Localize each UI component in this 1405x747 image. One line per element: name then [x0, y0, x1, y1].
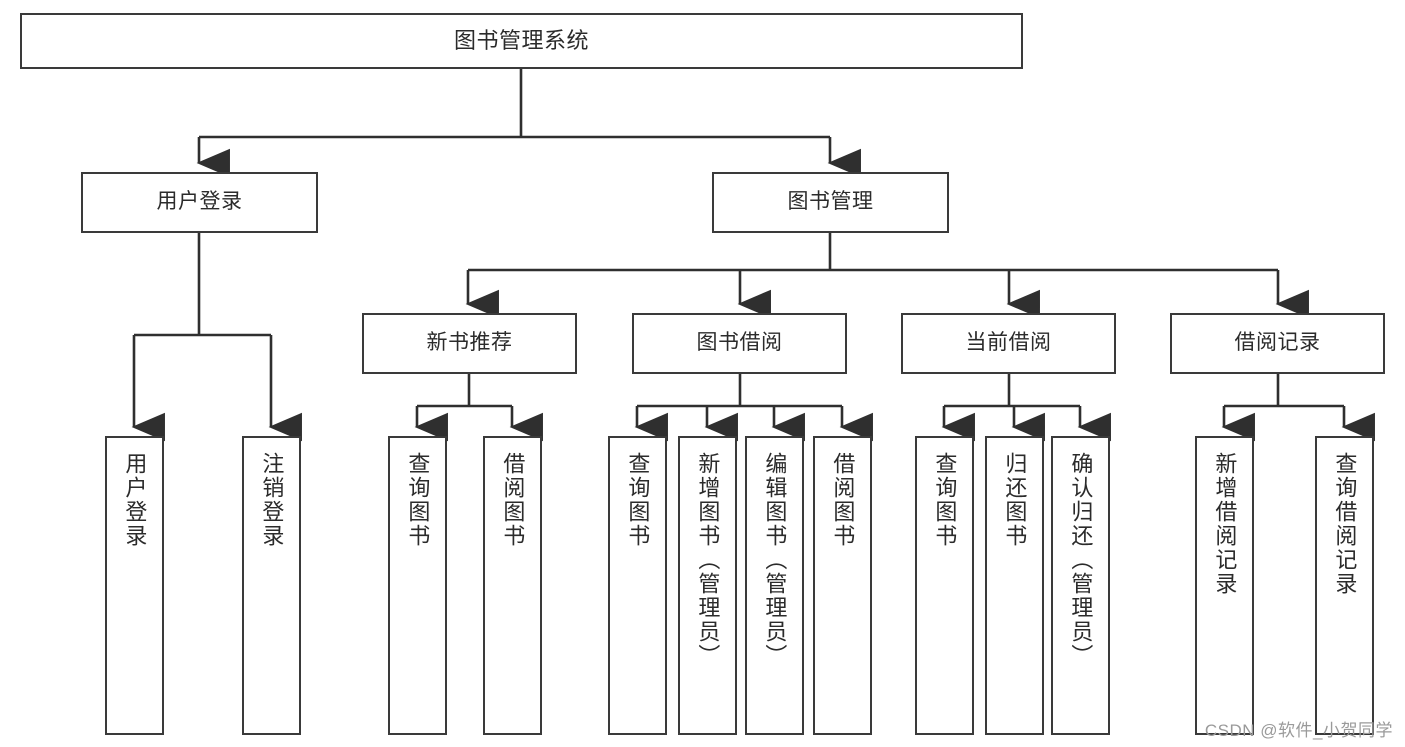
leaf-add-borrow-record[interactable]: 新增借阅记录 [1195, 436, 1254, 735]
node-new-book-recommend-label: 新书推荐 [426, 331, 513, 355]
leaf-edit-book-admin-label: 编辑图书（管理员） [762, 452, 788, 668]
leaf-query-book-current-label: 查询图书 [932, 452, 958, 548]
leaf-confirm-return-admin[interactable]: 确认归还（管理员） [1051, 436, 1110, 735]
node-book-manage[interactable]: 图书管理 [712, 172, 949, 233]
leaf-borrow-book-recommend[interactable]: 借阅图书 [483, 436, 542, 735]
leaf-add-borrow-record-label: 新增借阅记录 [1212, 452, 1238, 596]
node-current-borrow-label: 当前借阅 [965, 331, 1052, 355]
leaf-query-borrow-record-label: 查询借阅记录 [1332, 452, 1358, 596]
node-user-login-label: 用户登录 [156, 190, 243, 214]
leaf-query-book-borrow-label: 查询图书 [625, 452, 651, 548]
leaf-user-login[interactable]: 用户登录 [105, 436, 164, 735]
node-new-book-recommend[interactable]: 新书推荐 [362, 313, 577, 374]
node-borrow-record[interactable]: 借阅记录 [1170, 313, 1385, 374]
leaf-user-logout-label: 注销登录 [259, 452, 285, 548]
leaf-query-borrow-record[interactable]: 查询借阅记录 [1315, 436, 1374, 735]
node-book-borrow[interactable]: 图书借阅 [632, 313, 847, 374]
node-borrow-record-label: 借阅记录 [1234, 331, 1321, 355]
watermark-text: CSDN @软件_小贺同学 [1204, 721, 1393, 740]
leaf-add-book-admin[interactable]: 新增图书（管理员） [678, 436, 737, 735]
leaf-return-book[interactable]: 归还图书 [985, 436, 1044, 735]
leaf-borrow-book-label: 借阅图书 [830, 452, 856, 548]
leaf-add-book-admin-label: 新增图书（管理员） [695, 452, 721, 668]
node-user-login[interactable]: 用户登录 [81, 172, 318, 233]
leaf-query-book-recommend-label: 查询图书 [405, 452, 431, 548]
leaf-confirm-return-admin-label: 确认归还（管理员） [1068, 452, 1094, 668]
leaf-query-book-recommend[interactable]: 查询图书 [388, 436, 447, 735]
leaf-user-logout[interactable]: 注销登录 [242, 436, 301, 735]
node-root[interactable]: 图书管理系统 [20, 13, 1023, 69]
leaf-user-login-label: 用户登录 [122, 452, 148, 548]
leaf-edit-book-admin[interactable]: 编辑图书（管理员） [745, 436, 804, 735]
leaf-query-book-current[interactable]: 查询图书 [915, 436, 974, 735]
node-book-borrow-label: 图书借阅 [696, 331, 783, 355]
leaf-return-book-label: 归还图书 [1002, 452, 1028, 548]
leaf-borrow-book[interactable]: 借阅图书 [813, 436, 872, 735]
node-root-label: 图书管理系统 [453, 28, 589, 54]
node-current-borrow[interactable]: 当前借阅 [901, 313, 1116, 374]
node-book-manage-label: 图书管理 [787, 190, 874, 214]
leaf-borrow-book-recommend-label: 借阅图书 [500, 452, 526, 548]
leaf-query-book-borrow[interactable]: 查询图书 [608, 436, 667, 735]
